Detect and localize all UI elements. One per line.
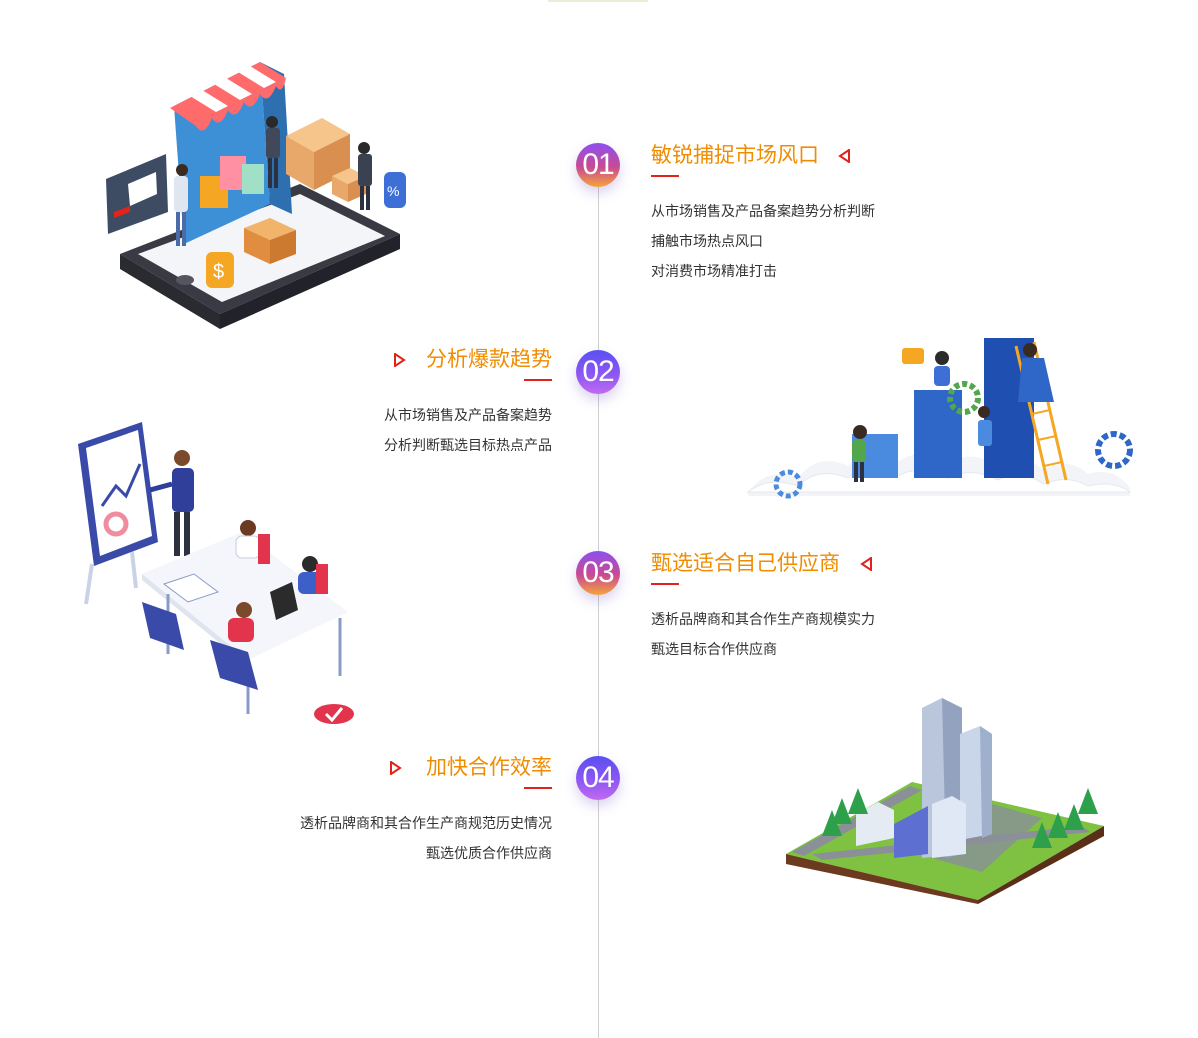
step-4-number: 04 [582,761,614,794]
online-shop-illustration: $ % [106,62,406,329]
svg-text:%: % [387,183,399,199]
step-2-number: 02 [582,355,614,388]
step-1-number: 01 [582,148,614,181]
step-2-line-1: 从市场销售及产品备案趋势 [384,408,552,424]
step-3-description: 透析品牌商和其合作生产商规模实力 甄选目标合作供应商 [651,605,875,665]
step-4-description: 透析品牌商和其合作生产商规范历史情况 甄选优质合作供应商 [300,809,552,869]
step-2-title: 分析爆款趋势 [426,347,552,371]
step-2-description: 从市场销售及产品备案趋势 分析判断甄选目标热点产品 [384,401,552,461]
step-3-title: 甄选适合自己供应商 [651,551,840,575]
arrow-right-icon [390,761,402,775]
top-accent-bar [548,0,648,2]
arrow-left-icon [860,557,872,571]
step-1-line-2: 捕触市场热点风口 [651,234,763,250]
step-3-line-1: 透析品牌商和其合作生产商规模实力 [651,612,875,628]
step-4-line-1: 透析品牌商和其合作生产商规范历史情况 [300,816,552,832]
team-growth-illustration [746,338,1133,499]
step-2-underline [524,379,552,381]
step-4-badge: 04 [576,756,620,800]
step-1-title: 敏锐捕捉市场风口 [651,143,819,167]
arrow-right-icon [394,353,406,367]
step-3-badge: 03 [576,551,620,595]
step-4-line-2: 甄选优质合作供应商 [426,846,552,862]
step-1-line-3: 对消费市场精准打击 [651,264,777,280]
step-1-underline [651,175,679,177]
arrow-left-icon [838,149,850,163]
step-1-line-1: 从市场销售及产品备案趋势分析判断 [651,204,875,220]
step-3-line-2: 甄选目标合作供应商 [651,642,777,658]
timeline-line [598,160,599,1038]
step-4-title: 加快合作效率 [426,755,552,779]
step-3-underline [651,583,679,585]
step-3-number: 03 [582,556,614,589]
step-1-badge: 01 [576,143,620,187]
step-1-description: 从市场销售及产品备案趋势分析判断 捕触市场热点风口 对消费市场精准打击 [651,197,875,287]
city-block-illustration [786,698,1104,904]
meeting-illustration [78,422,354,724]
step-2-badge: 02 [576,350,620,394]
step-4-underline [524,787,552,789]
step-2-line-2: 分析判断甄选目标热点产品 [384,438,552,454]
svg-text:$: $ [213,261,224,283]
